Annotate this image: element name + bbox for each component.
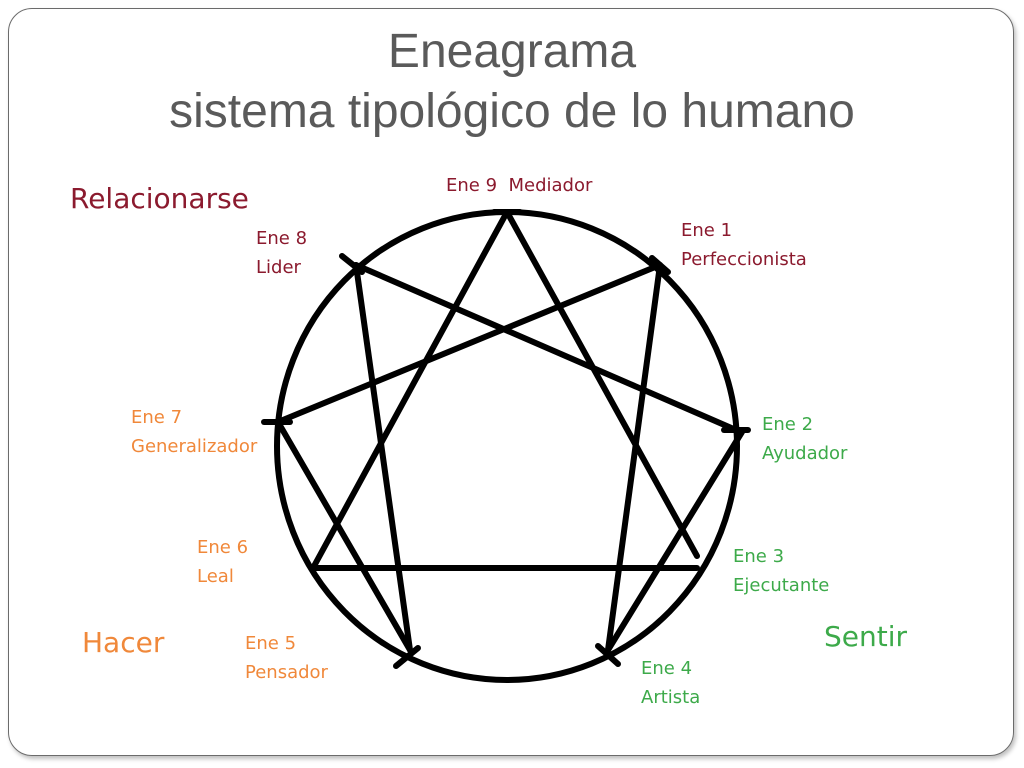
edge-1-4 — [605, 262, 663, 653]
node-label-ene4: Ene 4 Artista — [641, 654, 700, 712]
node-ene7-name: Generalizador — [131, 436, 258, 457]
title-line-2: sistema tipológico de lo humano — [169, 85, 855, 138]
node-label-ene5: Ene 5 Pensador — [245, 629, 328, 687]
node-label-ene8: Ene 8 Lider — [256, 224, 307, 282]
node-ene2-name: Ayudador — [762, 443, 848, 464]
node-ene8-number: Ene 8 — [256, 228, 308, 249]
node-ene9-name: Mediador — [508, 175, 593, 196]
node-ene6-name: Leal — [197, 566, 234, 587]
group-hacer: Hacer — [82, 626, 165, 659]
node-ene9-number: Ene 9 — [446, 175, 498, 196]
node-ene4-number: Ene 4 — [641, 658, 693, 679]
slide-title: Eneagrama sistema tipológico de lo human… — [0, 22, 1024, 142]
node-ene1-number: Ene 1 — [681, 220, 733, 241]
node-label-ene9: Ene 9 Mediador — [446, 171, 592, 200]
edge-6-9 — [310, 209, 510, 571]
edge-8-5 — [353, 262, 413, 653]
node-ene5-number: Ene 5 — [245, 633, 297, 654]
node-ene1-name: Perfeccionista — [681, 249, 807, 270]
tick-1 — [649, 255, 671, 275]
tick-5 — [393, 645, 421, 669]
node-ene3-number: Ene 3 — [733, 546, 785, 567]
tick-4 — [595, 643, 621, 667]
node-label-ene2: Ene 2 Ayudador — [762, 410, 847, 468]
group-sentir: Sentir — [824, 620, 908, 653]
node-ene6-number: Ene 6 — [197, 537, 249, 558]
edge-4-2 — [605, 429, 745, 653]
node-label-ene3: Ene 3 Ejecutante — [733, 542, 829, 600]
edge-9-3 — [504, 209, 700, 559]
node-ene3-name: Ejecutante — [733, 575, 830, 596]
edge-2-8 — [353, 262, 739, 433]
node-label-ene7: Ene 7 Generalizador — [131, 403, 257, 461]
slide-frame — [8, 8, 1014, 756]
edge-5-7 — [275, 419, 413, 653]
group-relacionarse: Relacionarse — [70, 182, 249, 215]
title-line-1: Eneagrama — [387, 25, 637, 78]
edge-7-1 — [275, 262, 663, 425]
node-label-ene6: Ene 6 Leal — [197, 533, 248, 591]
node-ene8-name: Lider — [256, 257, 301, 278]
node-ene4-name: Artista — [641, 687, 701, 708]
node-ene9-text: Ene 9 Mediador — [446, 171, 592, 200]
node-ene5-name: Pensador — [245, 662, 328, 683]
node-ene2-number: Ene 2 — [762, 414, 814, 435]
node-label-ene1: Ene 1 Perfeccionista — [681, 216, 807, 274]
node-ene7-number: Ene 7 — [131, 407, 183, 428]
enneagram-circle — [274, 209, 740, 683]
tick-8 — [339, 253, 365, 275]
